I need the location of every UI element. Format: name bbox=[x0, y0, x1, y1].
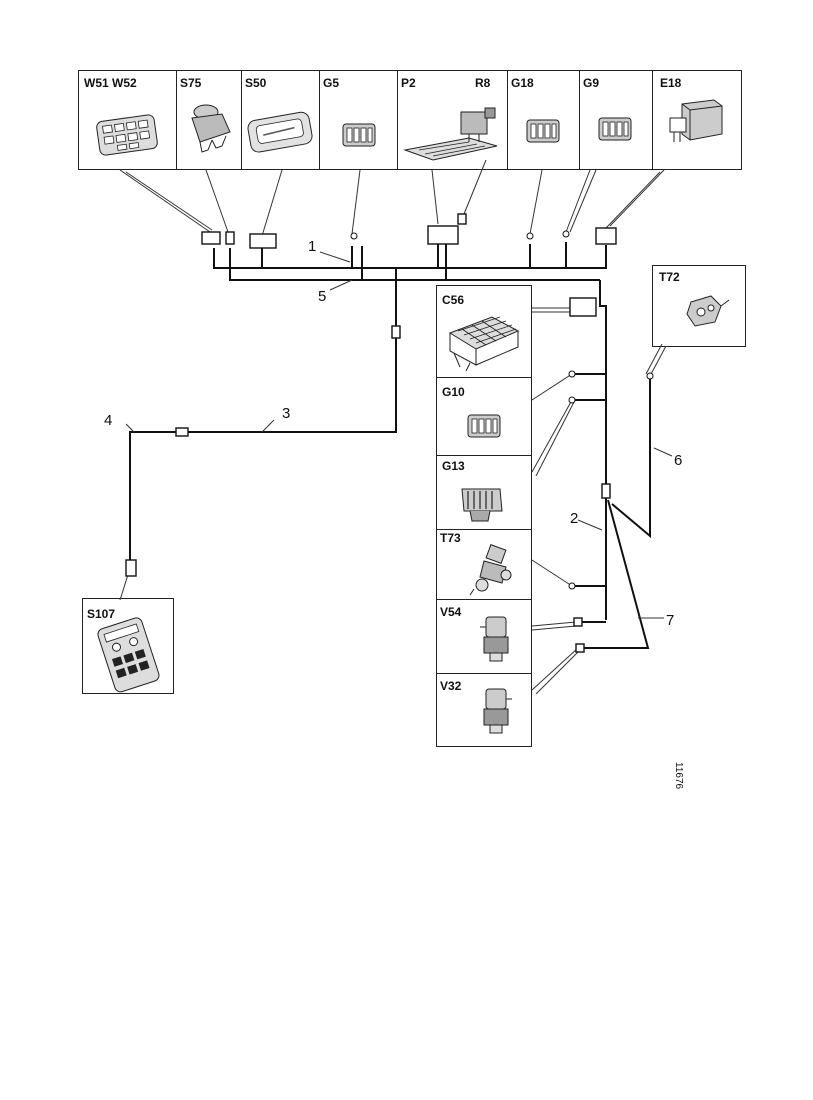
wire-number-4: 4 bbox=[104, 412, 113, 429]
component-label: T73 bbox=[440, 531, 461, 545]
component-label: T72 bbox=[659, 270, 680, 284]
component-p2-r8: P2 R8 bbox=[397, 70, 508, 170]
multi-pin-connector-icon bbox=[461, 488, 503, 522]
circuit-board-icon bbox=[403, 107, 498, 161]
sensor-assembly-icon bbox=[686, 295, 730, 327]
wire-number-3: 3 bbox=[282, 405, 291, 422]
component-t72: T72 bbox=[652, 265, 746, 347]
component-g9: G9 bbox=[579, 70, 653, 170]
heater-core-icon bbox=[448, 316, 520, 372]
component-label: G5 bbox=[323, 76, 340, 90]
component-label: G13 bbox=[442, 459, 465, 473]
wire-number-6: 6 bbox=[674, 452, 683, 469]
component-label: V54 bbox=[440, 605, 462, 619]
component-label: E18 bbox=[660, 76, 682, 90]
component-label: S75 bbox=[180, 76, 202, 90]
valve-actuator-icon bbox=[483, 688, 512, 734]
valve-actuator-icon bbox=[480, 616, 509, 662]
control-panel-icon bbox=[247, 111, 313, 153]
figure-reference: 11676 bbox=[673, 762, 684, 790]
component-s107: S107 bbox=[82, 598, 174, 694]
component-label: S50 bbox=[245, 76, 267, 90]
component-label: G10 bbox=[442, 385, 465, 399]
component-label-secondary: R8 bbox=[475, 76, 491, 90]
keypad-panel-icon bbox=[96, 114, 158, 156]
component-label: S107 bbox=[87, 607, 116, 621]
component-label: P2 bbox=[401, 76, 416, 90]
component-v32: V32 bbox=[436, 673, 532, 747]
component-label: C56 bbox=[442, 293, 465, 307]
sensor-assembly-icon bbox=[469, 544, 512, 596]
component-label: V32 bbox=[440, 679, 462, 693]
component-label: G18 bbox=[511, 76, 534, 90]
component-g18: G18 bbox=[507, 70, 580, 170]
component-label: G9 bbox=[583, 76, 600, 90]
component-w51-w52: W51 W52 bbox=[78, 70, 177, 170]
component-s50: S50 bbox=[241, 70, 320, 170]
rotary-switch-icon bbox=[191, 104, 231, 153]
connector-block-icon bbox=[598, 117, 632, 141]
wire-number-1: 1 bbox=[308, 238, 317, 255]
wire-number-7: 7 bbox=[666, 612, 675, 629]
keypad-panel-icon bbox=[97, 617, 160, 693]
relay-module-icon bbox=[669, 99, 723, 142]
component-t73: T73 bbox=[436, 529, 532, 600]
component-g10: G10 bbox=[436, 377, 532, 456]
component-e18: E18 bbox=[652, 70, 742, 170]
component-g5: G5 bbox=[319, 70, 398, 170]
wire-number-5: 5 bbox=[318, 288, 327, 305]
component-label: W51 W52 bbox=[84, 76, 137, 90]
connector-block-icon bbox=[342, 123, 376, 147]
connector-block-icon bbox=[526, 119, 560, 143]
component-v54: V54 bbox=[436, 599, 532, 674]
component-c56: C56 bbox=[436, 285, 532, 378]
wire-number-2: 2 bbox=[570, 510, 579, 527]
component-s75: S75 bbox=[176, 70, 242, 170]
connector-block-icon bbox=[467, 414, 501, 438]
component-g13: G13 bbox=[436, 455, 532, 530]
